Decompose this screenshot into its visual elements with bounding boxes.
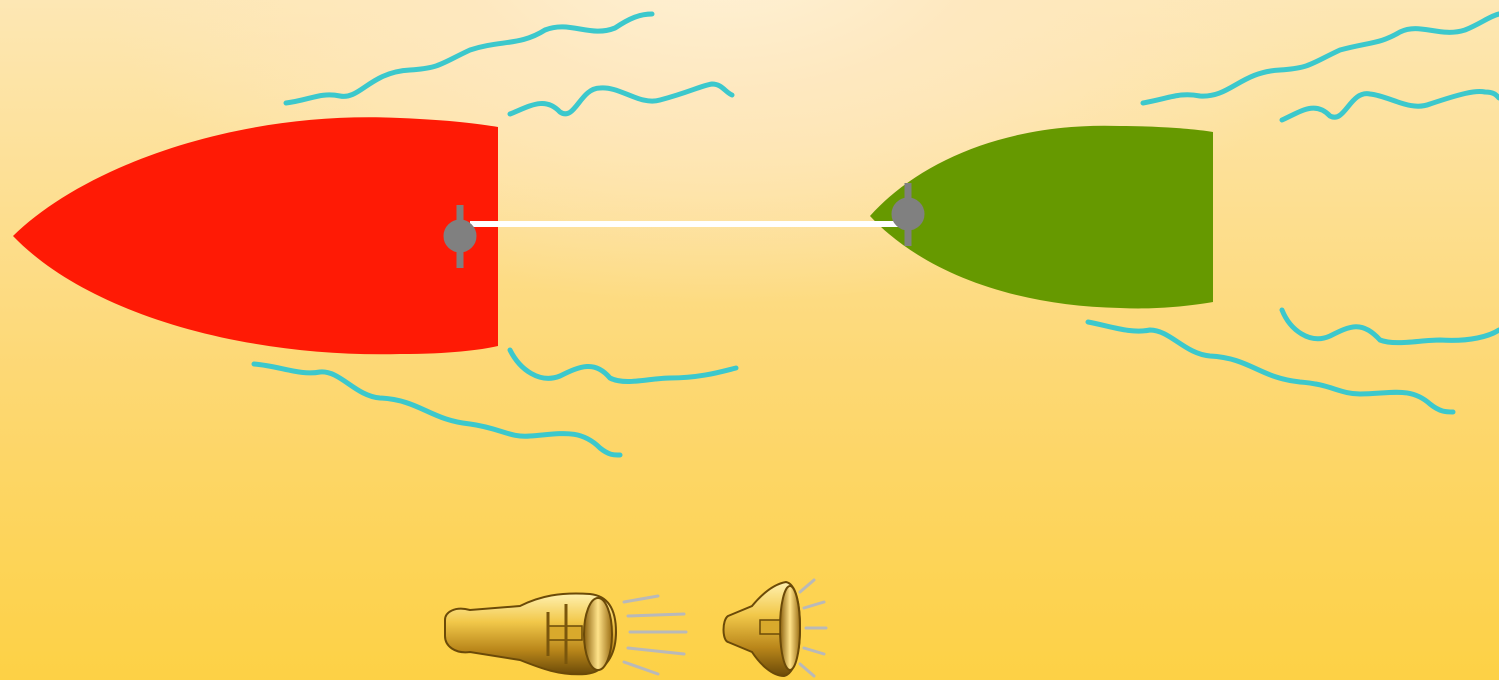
wake-line bbox=[1088, 322, 1453, 412]
wake-line bbox=[1282, 310, 1499, 343]
horn-speaker-button[interactable] bbox=[445, 594, 686, 675]
wake-line bbox=[510, 84, 732, 114]
wake-line bbox=[1143, 14, 1499, 103]
wake-line bbox=[1282, 92, 1499, 121]
red-boat-hull bbox=[13, 117, 498, 354]
speaker-icon bbox=[724, 580, 827, 676]
wake-line bbox=[510, 350, 736, 382]
horn-speaker-icon bbox=[445, 594, 686, 675]
speaker-button[interactable] bbox=[724, 580, 827, 676]
wake-line bbox=[254, 364, 620, 455]
